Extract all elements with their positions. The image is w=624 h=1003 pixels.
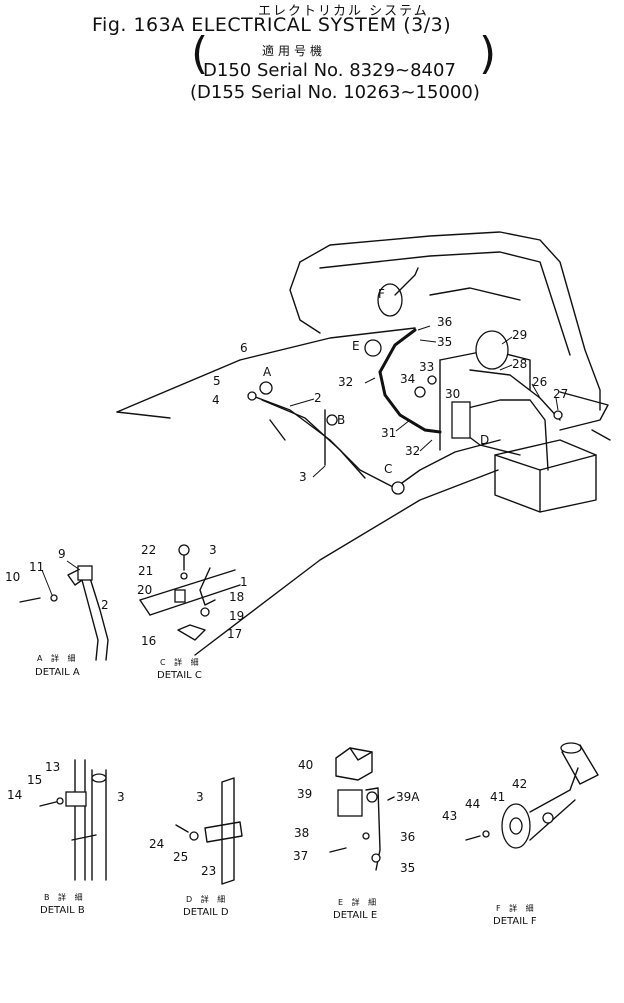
applicability-japanese: 適用号機	[262, 44, 327, 58]
callout-10: 10	[5, 570, 20, 584]
callout-41: 41	[490, 790, 505, 804]
main-assembly-view	[116, 231, 611, 656]
detail-d-labels: 3 24 25 23 D 詳 細 DETAIL D	[149, 790, 229, 918]
callout-3: 3	[117, 790, 125, 804]
callout-18: 18	[229, 590, 244, 604]
callout-6: 6	[240, 341, 248, 355]
detail-a-labels: 9 11 10 2 A 詳 細 DETAIL A	[5, 547, 109, 678]
detail-a-drawing	[19, 560, 109, 661]
detail-a-title: DETAIL A	[35, 667, 80, 678]
marker-e: E	[352, 339, 360, 353]
callout-32a: 32	[338, 375, 353, 389]
callout-23: 23	[201, 864, 216, 878]
serial-range-d155: (D155 Serial No. 10263~15000)	[190, 82, 480, 103]
callout-31: 31	[381, 426, 396, 440]
callout-40: 40	[298, 758, 313, 772]
callout-15: 15	[27, 773, 42, 787]
marker-f: F	[378, 287, 385, 301]
callout-1: 1	[240, 575, 248, 589]
detail-b-labels: 13 15 14 3 B 詳 細 DETAIL B	[7, 760, 125, 916]
title-japanese: エレクトリカル システム	[258, 4, 429, 19]
callout-14: 14	[7, 788, 22, 802]
callout-30: 30	[445, 387, 460, 401]
callout-3: 3	[196, 790, 204, 804]
detail-e-labels: 40 39 39A 38 36 37 35 E 詳 細 DETAIL E	[293, 758, 420, 921]
marker-b: B	[337, 413, 345, 427]
callout-42: 42	[512, 777, 527, 791]
callout-27: 27	[553, 387, 568, 401]
callout-35: 35	[400, 861, 415, 875]
callout-20: 20	[137, 583, 152, 597]
callout-19: 19	[229, 609, 244, 623]
marker-d: D	[480, 433, 489, 447]
detail-e-title: DETAIL E	[333, 910, 377, 921]
callout-39a: 39A	[396, 790, 420, 804]
callout-25: 25	[173, 850, 188, 864]
callout-2: 2	[101, 598, 109, 612]
marker-a: A	[263, 365, 272, 379]
callout-29: 29	[512, 328, 527, 342]
detail-b-title: DETAIL B	[40, 905, 85, 916]
detail-f-labels: 42 41 44 43 F 詳 細 DETAIL F	[442, 777, 537, 927]
callout-9: 9	[58, 547, 66, 561]
callout-28: 28	[512, 357, 527, 371]
detail-d-jp: D 詳 細	[186, 894, 228, 904]
detail-e-drawing	[329, 747, 395, 871]
detail-e-jp: E 詳 細	[338, 897, 379, 907]
callout-32b: 32	[405, 444, 420, 458]
bracket-left: (	[191, 28, 209, 79]
callout-2: 2	[314, 391, 322, 405]
callout-44: 44	[465, 797, 480, 811]
callout-11: 11	[29, 560, 44, 574]
figure-title: Fig. 163A ELECTRICAL SYSTEM (3/3)	[92, 14, 452, 36]
callout-38: 38	[294, 826, 309, 840]
callout-13: 13	[45, 760, 60, 774]
detail-c-drawing	[139, 544, 241, 641]
callout-36: 36	[400, 830, 415, 844]
callout-34: 34	[400, 372, 415, 386]
callout-17: 17	[227, 627, 242, 641]
detail-f-drawing	[465, 742, 599, 849]
callout-16: 16	[141, 634, 156, 648]
callout-43: 43	[442, 809, 457, 823]
detail-d-drawing	[175, 777, 243, 885]
detail-b-jp: B 詳 細	[44, 892, 86, 902]
callout-35: 35	[437, 335, 452, 349]
detail-a-jp: A 詳 細	[37, 653, 79, 663]
callout-3: 3	[299, 470, 307, 484]
main-callouts: 6 5 4 2 3 31 32 32 33 34 35 36 30 29 28 …	[212, 287, 568, 484]
callout-36: 36	[437, 315, 452, 329]
callout-39: 39	[297, 787, 312, 801]
detail-c-labels: 22 3 21 1 20 18 19 16 17 C 詳 細 DETAIL C	[137, 543, 248, 681]
detail-b-drawing	[39, 759, 107, 881]
callout-22: 21	[138, 564, 153, 578]
callout-21: 22	[141, 543, 156, 557]
bracket-right: )	[479, 28, 497, 79]
detail-d-title: DETAIL D	[183, 907, 229, 918]
detail-f-title: DETAIL F	[493, 916, 537, 927]
callout-33: 33	[419, 360, 434, 374]
callout-5: 5	[213, 374, 221, 388]
callout-26: 26	[532, 375, 547, 389]
marker-c: C	[384, 462, 392, 476]
detail-c-jp: C 詳 細	[160, 657, 202, 667]
callout-37: 37	[293, 849, 308, 863]
serial-range-d150: D150 Serial No. 8329~8407	[203, 60, 456, 81]
callout-24: 24	[149, 837, 164, 851]
callout-3: 3	[209, 543, 217, 557]
callout-4: 4	[212, 393, 220, 407]
detail-f-jp: F 詳 細	[496, 903, 537, 913]
detail-c-title: DETAIL C	[157, 670, 202, 681]
